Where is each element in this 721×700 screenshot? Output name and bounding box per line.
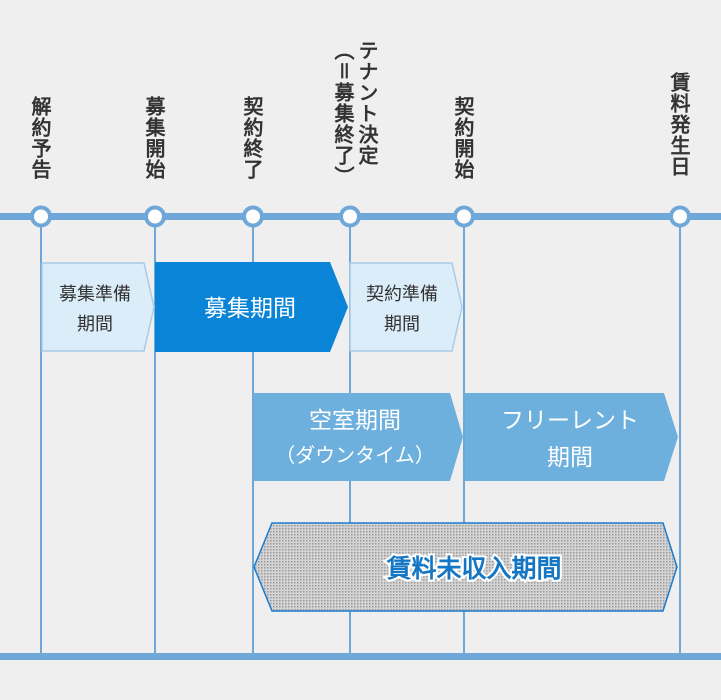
- recruit-prep-line-2: 期間: [77, 314, 113, 335]
- contract-prep-shape: [349, 262, 463, 352]
- free-rent-period-line-2: 期間: [547, 445, 593, 471]
- milestone-label-tenant-decided: テナント決定（＝募集終了）: [331, 40, 379, 187]
- milestone-label-notice: 解約予告: [28, 96, 52, 180]
- milestone-label-contract-start: 契約開始: [451, 96, 475, 180]
- milestone-marker-4: [339, 205, 361, 228]
- free-rent-period-shape: [465, 393, 678, 481]
- milestone-marker-1: [30, 205, 52, 228]
- contract-prep-line-1: 契約準備: [366, 284, 438, 305]
- free-rent-period-line-1: フリーレント: [501, 408, 639, 434]
- unpaid-rent-period-shape: [253, 522, 678, 612]
- bottom-axis: [0, 653, 721, 660]
- vacancy-period-line-1: 空室期間: [309, 408, 401, 434]
- recruit-prep-line-1: 募集準備: [59, 284, 131, 305]
- recruit-prep-shape: [41, 262, 155, 352]
- milestone-label-rent-start: 賃料発生日: [667, 72, 691, 177]
- contract-prep-line-2: 期間: [384, 314, 420, 335]
- milestone-marker-2: [144, 205, 166, 228]
- recruit-period-shape: [155, 262, 348, 352]
- milestone-marker-6: [669, 205, 691, 228]
- vacancy-period-line-2: （ダウンタイム）: [275, 443, 435, 467]
- recruit-period-label: 募集期間: [204, 296, 296, 322]
- milestone-label-contract-end: 契約終了: [240, 96, 264, 180]
- vacancy-period-shape: [254, 393, 463, 481]
- milestone-marker-3: [242, 205, 264, 228]
- milestone-marker-5: [453, 205, 475, 228]
- unpaid-rent-period-label: 賃料未収入期間: [385, 554, 561, 583]
- milestone-label-recruit-start: 募集開始: [142, 96, 166, 180]
